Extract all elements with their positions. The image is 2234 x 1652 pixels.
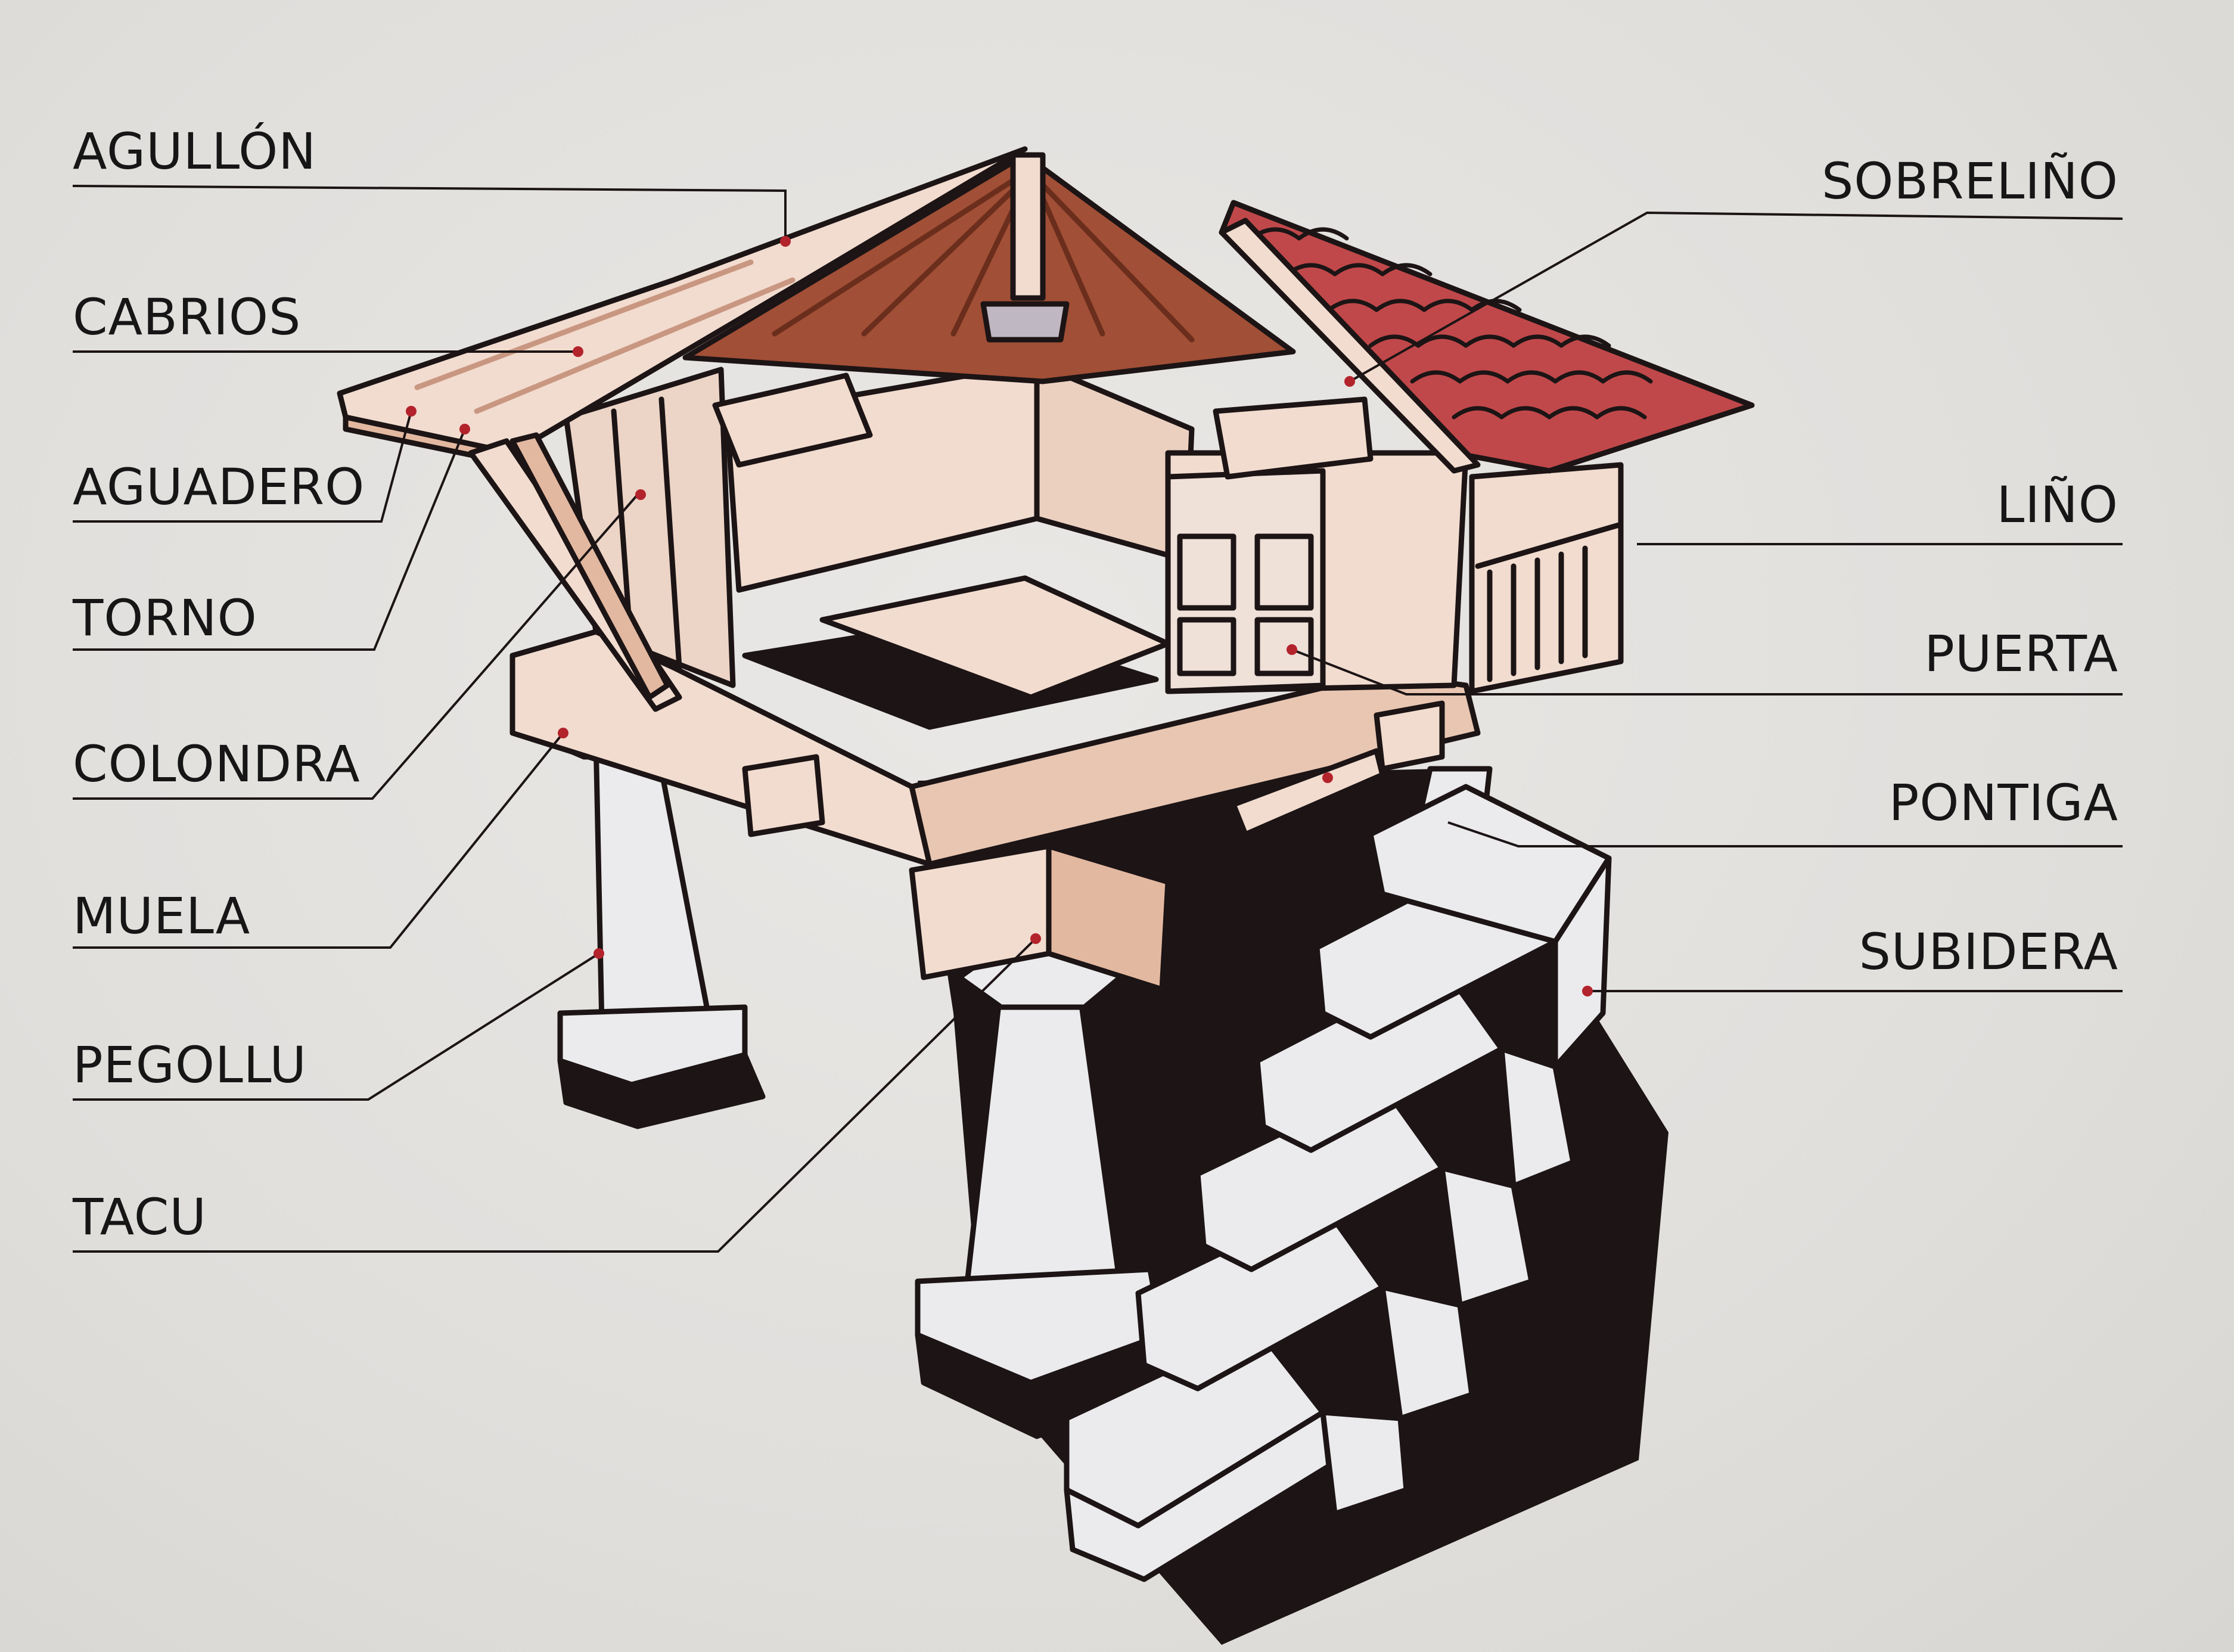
agullon-post (1013, 155, 1043, 298)
balcony-railing (1472, 465, 1621, 691)
leader-tacu (73, 939, 1036, 1252)
door-wall (1168, 453, 1466, 691)
label-tacu: TACU (73, 1192, 207, 1242)
puerta (1168, 471, 1323, 691)
leader-agullon (73, 186, 785, 241)
label-pontiga: PONTIGA (1889, 778, 2118, 828)
label-agullon: AGULLÓN (73, 126, 316, 176)
label-cabrios: CABRIOS (73, 292, 301, 342)
label-sobrelino: SOBRELIÑO (1822, 156, 2118, 206)
label-torno: TORNO (73, 593, 257, 643)
label-pegollu: PEGOLLU (73, 1040, 307, 1090)
floor (745, 578, 1168, 727)
label-lino: LIÑO (1996, 480, 2118, 530)
label-subidera: SUBIDERA (1859, 927, 2118, 977)
label-muela: MUELA (73, 891, 250, 941)
label-aguadero: AGUADERO (73, 462, 365, 512)
label-puerta: PUERTA (1924, 629, 2118, 679)
label-colondra: COLONDRA (73, 739, 361, 789)
